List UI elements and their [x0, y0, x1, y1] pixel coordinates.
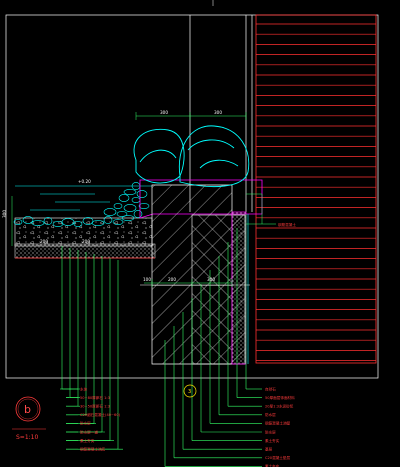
dim-slab-a: 200: [40, 239, 48, 244]
left-label-3: C20细石混凝土(40~60): [80, 412, 121, 417]
right-label-0: 自然石: [265, 386, 276, 391]
dim-base-a: 100: [143, 277, 151, 282]
left-label-6: 素土夯实: [80, 438, 95, 443]
dim-top-rock-left: 300: [160, 110, 168, 115]
left-label-7: 钢筋混凝土池底: [80, 447, 106, 452]
detail-scale: S=1:10: [16, 434, 38, 441]
detail-tag-inner: [17, 398, 39, 420]
dim-base-b: 200: [168, 277, 176, 282]
dimension-lines: [11, 112, 276, 287]
callout-number: 3: [188, 389, 191, 395]
right-label-4: 钢筋混凝土池壁: [265, 421, 291, 426]
right-label-6: 素土夯实: [265, 438, 280, 443]
right-label-9: 素土夯实: [265, 464, 280, 467]
dim-water-level: +0.20: [78, 179, 91, 184]
wall-lining: [231, 211, 247, 365]
right-label-7: 基层: [265, 447, 273, 452]
right-label-3: 防水层: [265, 412, 276, 417]
boulders: [133, 125, 250, 187]
left-label-group: 水体 50~80厚卵石 1:3 30~50厚卵石 1:3C20细石混凝土(40~60…: [80, 386, 121, 451]
right-label-1: 50厚面层饰面材料: [265, 395, 295, 400]
leader-lines: [60, 214, 262, 467]
dim-left-depth: 300: [2, 210, 7, 218]
left-label-0: 水体: [80, 386, 88, 391]
right-label-8: C20混凝土垫层: [265, 455, 290, 460]
detail-tag-circle: [15, 396, 41, 422]
right-label-5: 防水层: [265, 429, 276, 434]
right-note-label: 钢筋混凝土: [278, 222, 296, 227]
facade-panel: [255, 14, 377, 364]
right-label-group: 自然石50厚面层饰面材料20厚1:3水泥砂浆防水层钢筋混凝土池壁防水层素土夯实基…: [265, 386, 295, 467]
dim-slab-b: 200: [82, 239, 90, 244]
left-label-4: 防水层: [80, 421, 91, 426]
water-lines: [30, 193, 110, 211]
left-label-5: 防水层一道: [80, 429, 98, 434]
right-label-2: 20厚1:3水泥砂浆: [265, 404, 294, 409]
dim-base-c: 300: [207, 277, 215, 282]
pebble-bed: [13, 182, 150, 227]
callout-circle: [183, 384, 197, 398]
wall-core: [191, 214, 233, 365]
left-label-1: 50~80厚卵石 1:3: [80, 395, 110, 400]
detail-tag-letter: b: [24, 403, 31, 416]
left-label-2: 30~50厚卵石 1:3: [80, 404, 110, 409]
pool-waterproof-band: [14, 243, 156, 259]
dim-top-rock-right: 300: [214, 110, 222, 115]
